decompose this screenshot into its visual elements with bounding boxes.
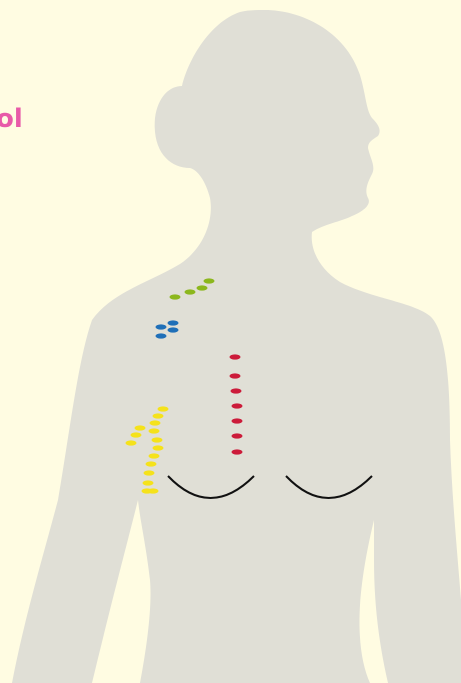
green-lymph-node-4 — [204, 278, 215, 283]
yellow-lymph-node-4 — [135, 425, 146, 430]
yellow-lymph-node-6 — [131, 432, 142, 437]
blue-lymph-node-2 — [156, 324, 167, 329]
blue-lymph-node-3 — [168, 327, 179, 332]
female-silhouette — [12, 10, 461, 683]
green-lymph-node-3 — [197, 285, 208, 290]
yellow-lymph-node-2 — [153, 413, 164, 418]
green-lymph-node-2 — [185, 289, 196, 294]
yellow-lymph-node-13 — [143, 480, 154, 485]
yellow-lymph-node-3 — [150, 420, 161, 425]
yellow-lymph-node-11 — [146, 461, 157, 466]
yellow-lymph-node-7 — [152, 437, 163, 442]
red-lymph-node-6 — [232, 433, 243, 438]
yellow-lymph-node-15 — [142, 488, 153, 493]
red-lymph-node-5 — [232, 418, 243, 423]
red-lymph-node-1 — [230, 354, 241, 359]
red-lymph-node-3 — [231, 388, 242, 393]
blue-lymph-node-1 — [168, 320, 179, 325]
red-lymph-node-4 — [232, 403, 243, 408]
green-lymph-node-1 — [170, 294, 181, 299]
yellow-lymph-node-10 — [149, 453, 160, 458]
yellow-lymph-node-9 — [153, 445, 164, 450]
yellow-lymph-node-5 — [149, 428, 160, 433]
red-lymph-node-2 — [230, 373, 241, 378]
red-lymph-node-7 — [232, 449, 243, 454]
yellow-lymph-node-12 — [144, 470, 155, 475]
yellow-lymph-node-8 — [126, 440, 137, 445]
blue-lymph-node-4 — [156, 333, 167, 338]
yellow-lymph-node-1 — [158, 406, 169, 411]
